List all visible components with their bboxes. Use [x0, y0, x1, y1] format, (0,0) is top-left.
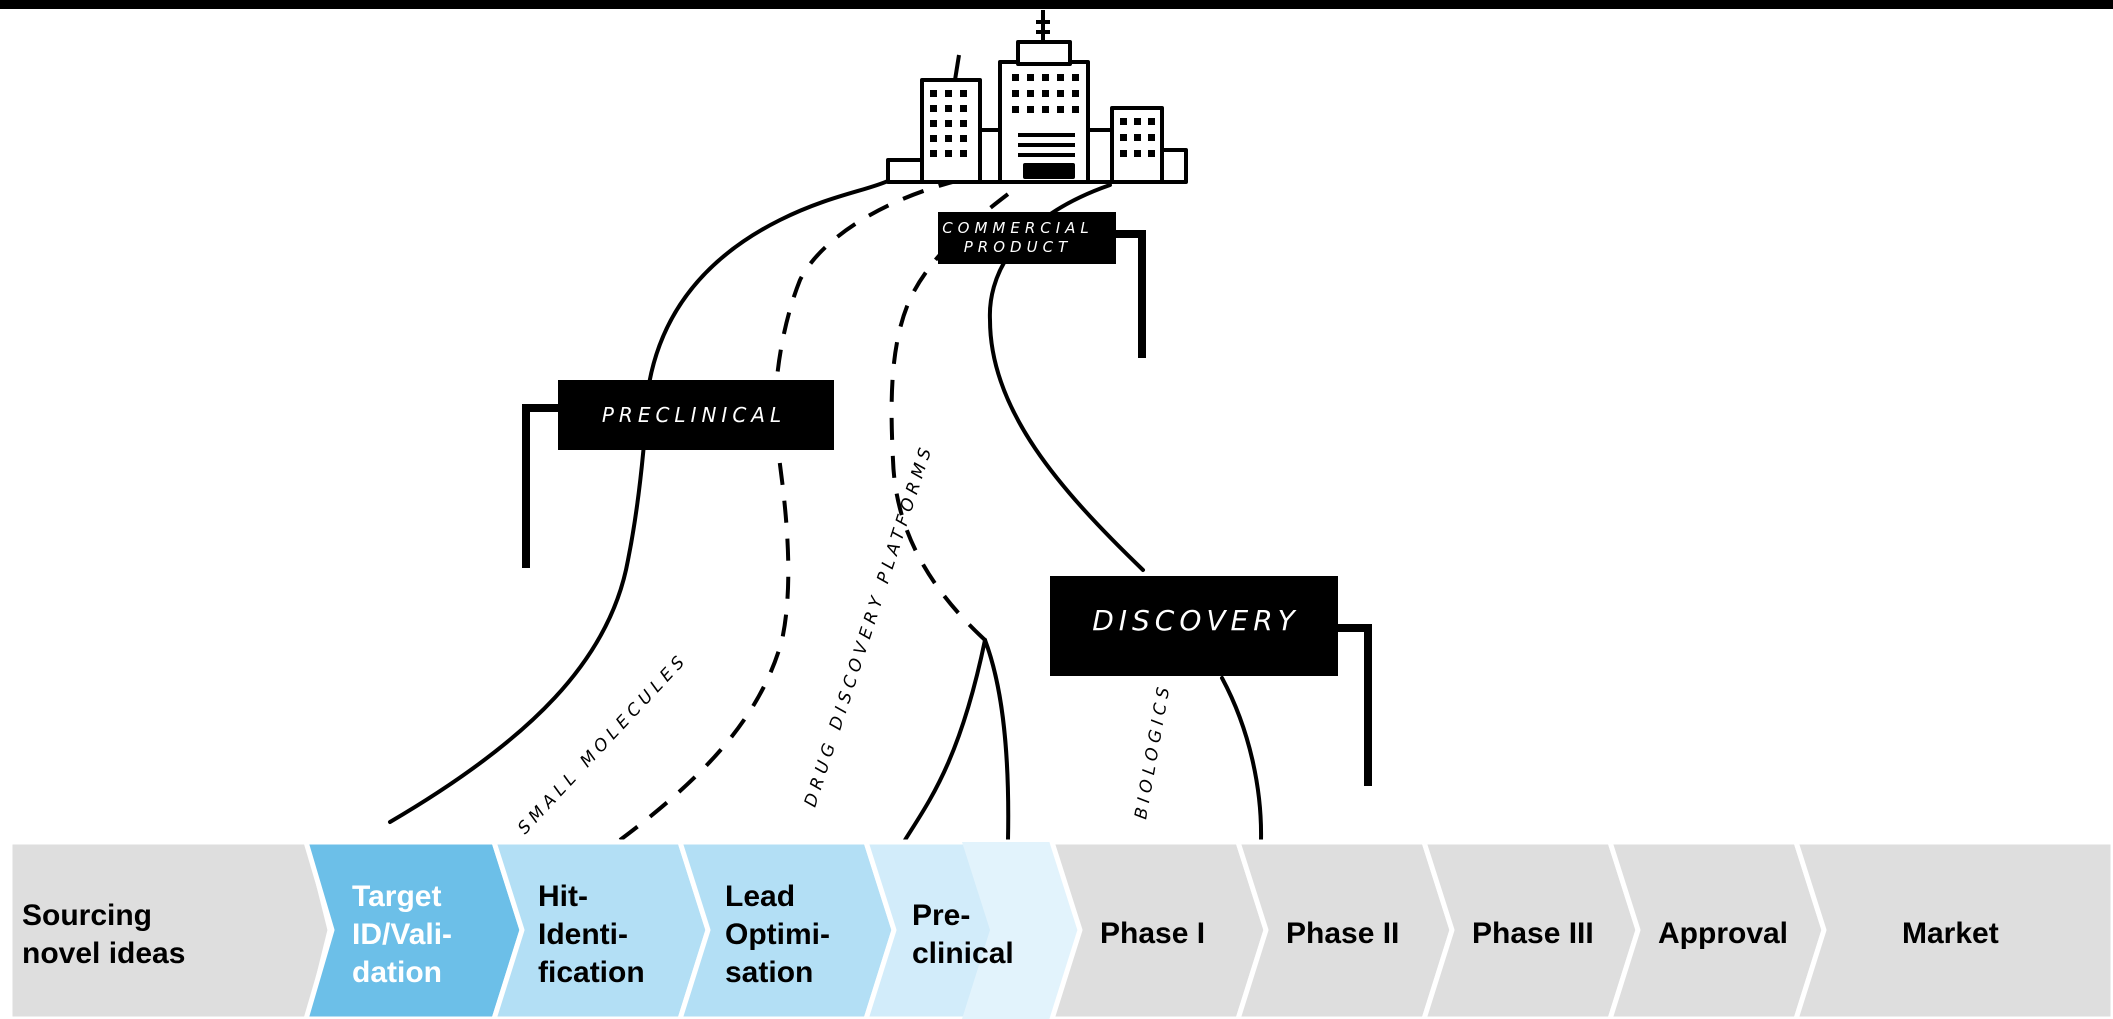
commercial-product-sign-line2: PRODUCT	[964, 238, 1072, 256]
commercial-product-sign: COMMERCIAL PRODUCT	[938, 212, 1146, 358]
stage-label-line: novel ideas	[22, 937, 185, 970]
preclinical-sign: PRECLINICAL	[522, 380, 834, 568]
stage-label: Sourcing novel ideas	[22, 899, 185, 970]
stage-label: Approval	[1658, 917, 1788, 950]
stage-chevron	[1793, 839, 2113, 1019]
stage-label: Pre- clinical	[912, 899, 1014, 970]
stage-label-line: dation	[352, 956, 442, 989]
stage-chevron-overlap	[962, 842, 1080, 1019]
stage-label: Phase I	[1100, 917, 1205, 950]
stage-label-line: sation	[725, 956, 813, 989]
stage-hit-identification: Hit- Identi- fication	[491, 839, 711, 1019]
stage-label-line: Sourcing	[22, 899, 152, 932]
road-right-edge	[1220, 676, 1264, 842]
stage-preclinical: Pre- clinical	[863, 839, 1083, 1019]
stage-market: Market	[1793, 839, 2113, 1019]
stage-label-line: Phase II	[1286, 917, 1399, 950]
stage-label: Phase III	[1472, 917, 1594, 950]
stage-phase-3: Phase III	[1421, 839, 1641, 1019]
path-label-small-molecules: SMALL MOLECULES	[514, 649, 692, 838]
stage-phase-1: Phase I	[1049, 839, 1269, 1019]
stage-label-line: Identi-	[538, 918, 628, 951]
stage-label: Target ID/Vali- dation	[352, 880, 460, 989]
stage-label-line: ID/Vali-	[352, 918, 452, 951]
stage-target-id-validation: Target ID/Vali- dation	[303, 839, 525, 1019]
preclinical-sign-label: PRECLINICAL	[602, 403, 786, 427]
skyline-windows	[930, 74, 1155, 157]
stage-label-line: Optimi-	[725, 918, 830, 951]
stage-label-line: fication	[538, 956, 645, 989]
stage-label: Hit- Identi- fication	[538, 880, 645, 989]
stage-label-line: Target	[352, 880, 441, 913]
stage-label: Market	[1902, 917, 1999, 950]
road-platforms-dashed	[889, 183, 1022, 642]
stage-label-line: Phase III	[1472, 917, 1594, 950]
stage-lead-optimisation: Lead Optimi- sation	[677, 839, 897, 1019]
commercial-product-sign-line1: COMMERCIAL	[942, 219, 1094, 237]
stage-label-line: clinical	[912, 937, 1014, 970]
stage-phase-2: Phase II	[1235, 839, 1455, 1019]
discovery-sign-label: DISCOVERY	[1092, 604, 1300, 637]
top-rule	[0, 0, 2113, 9]
stage-label-line: Lead	[725, 880, 795, 913]
pipeline-stages: Sourcing novel ideas Target ID/Vali- dat…	[7, 839, 2113, 1019]
path-label-biologics: BIOLOGICS	[1131, 681, 1175, 821]
city-skyline-icon	[886, 10, 1188, 184]
stage-label-line: Phase I	[1100, 917, 1205, 950]
stage-label-line: Hit-	[538, 880, 588, 913]
discovery-sign: DISCOVERY	[1050, 576, 1372, 786]
road-platforms-edge	[903, 638, 987, 842]
stage-label-line: Approval	[1658, 917, 1788, 950]
road-small-molecules-dashed	[618, 178, 961, 842]
stage-sourcing-novel-ideas: Sourcing novel ideas	[7, 839, 333, 1019]
stage-label: Phase II	[1286, 917, 1399, 950]
road-left-edge	[388, 178, 892, 824]
stage-label-line: Market	[1902, 917, 1999, 950]
stage-label: Lead Optimi- sation	[725, 880, 838, 989]
path-label-drug-discovery-platforms: DRUG DISCOVERY PLATFORMS	[801, 441, 938, 810]
stage-approval: Approval	[1607, 839, 1827, 1019]
stage-label-line: Pre-	[912, 899, 970, 932]
road-fork	[983, 638, 1011, 842]
